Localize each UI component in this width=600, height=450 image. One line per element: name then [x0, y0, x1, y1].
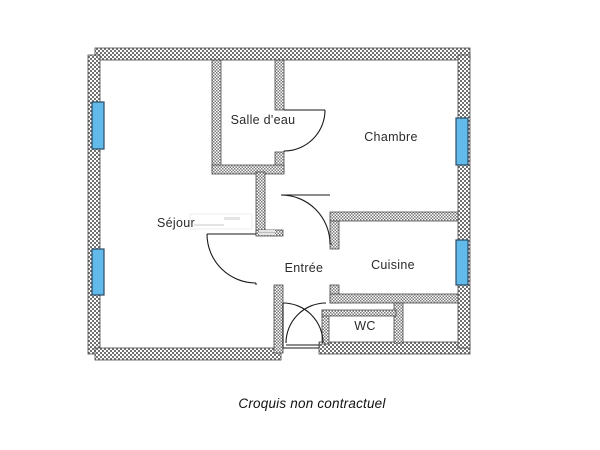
- door-entrance-leaf: [282, 303, 319, 349]
- window-sejour-lower: [91, 248, 105, 296]
- room-label-cuisine: Cuisine: [371, 258, 415, 272]
- faint-dimension-mark-spine: [259, 230, 275, 235]
- exterior-wall-right: [457, 54, 471, 349]
- exterior-wall-left: [87, 54, 101, 355]
- door-entrance-arc-left: [282, 302, 324, 344]
- door-salle-deau-arc: [283, 109, 326, 152]
- interior-wall-salle-deau-bottom: [211, 164, 285, 175]
- door-chambre-arc: [280, 194, 331, 245]
- room-label-entree: Entrée: [285, 261, 324, 275]
- interior-wall-wc-right: [393, 302, 404, 344]
- interior-wall-salle-deau-right-upper: [274, 59, 285, 111]
- exterior-wall-top: [94, 47, 471, 61]
- interior-wall-salle-deau-left: [211, 59, 222, 173]
- exterior-wall-bottom-left: [94, 347, 282, 361]
- faint-dimension-box: [189, 213, 253, 230]
- window-chambre: [455, 117, 469, 166]
- plan-caption: Croquis non contractuel: [238, 396, 386, 411]
- door-entrance-arc-right: [285, 302, 327, 344]
- room-label-wc: WC: [354, 319, 375, 333]
- window-sejour-upper: [91, 101, 105, 150]
- window-cuisine: [455, 239, 469, 286]
- door-sejour-arc: [206, 233, 257, 284]
- interior-wall-cuisine-bottom: [329, 293, 459, 304]
- interior-walls: [211, 59, 459, 354]
- exterior-wall-bottom-right: [318, 341, 471, 355]
- interior-wall-wc-top: [321, 309, 397, 317]
- interior-wall-sejour-lower: [273, 284, 284, 354]
- interior-wall-entree-cuisine-upper: [329, 220, 340, 250]
- windows: [91, 101, 469, 296]
- room-label-chambre: Chambre: [364, 130, 418, 144]
- room-label-salle-deau: Salle d'eau: [231, 113, 296, 127]
- interior-wall-chambre-cuisine: [329, 211, 459, 222]
- interior-wall-sejour-spine: [255, 171, 266, 236]
- room-label-sejour: Séjour: [157, 216, 195, 230]
- doors: [206, 109, 332, 349]
- room-labels: Séjour Salle d'eau Chambre Entrée Cuisin…: [157, 113, 418, 333]
